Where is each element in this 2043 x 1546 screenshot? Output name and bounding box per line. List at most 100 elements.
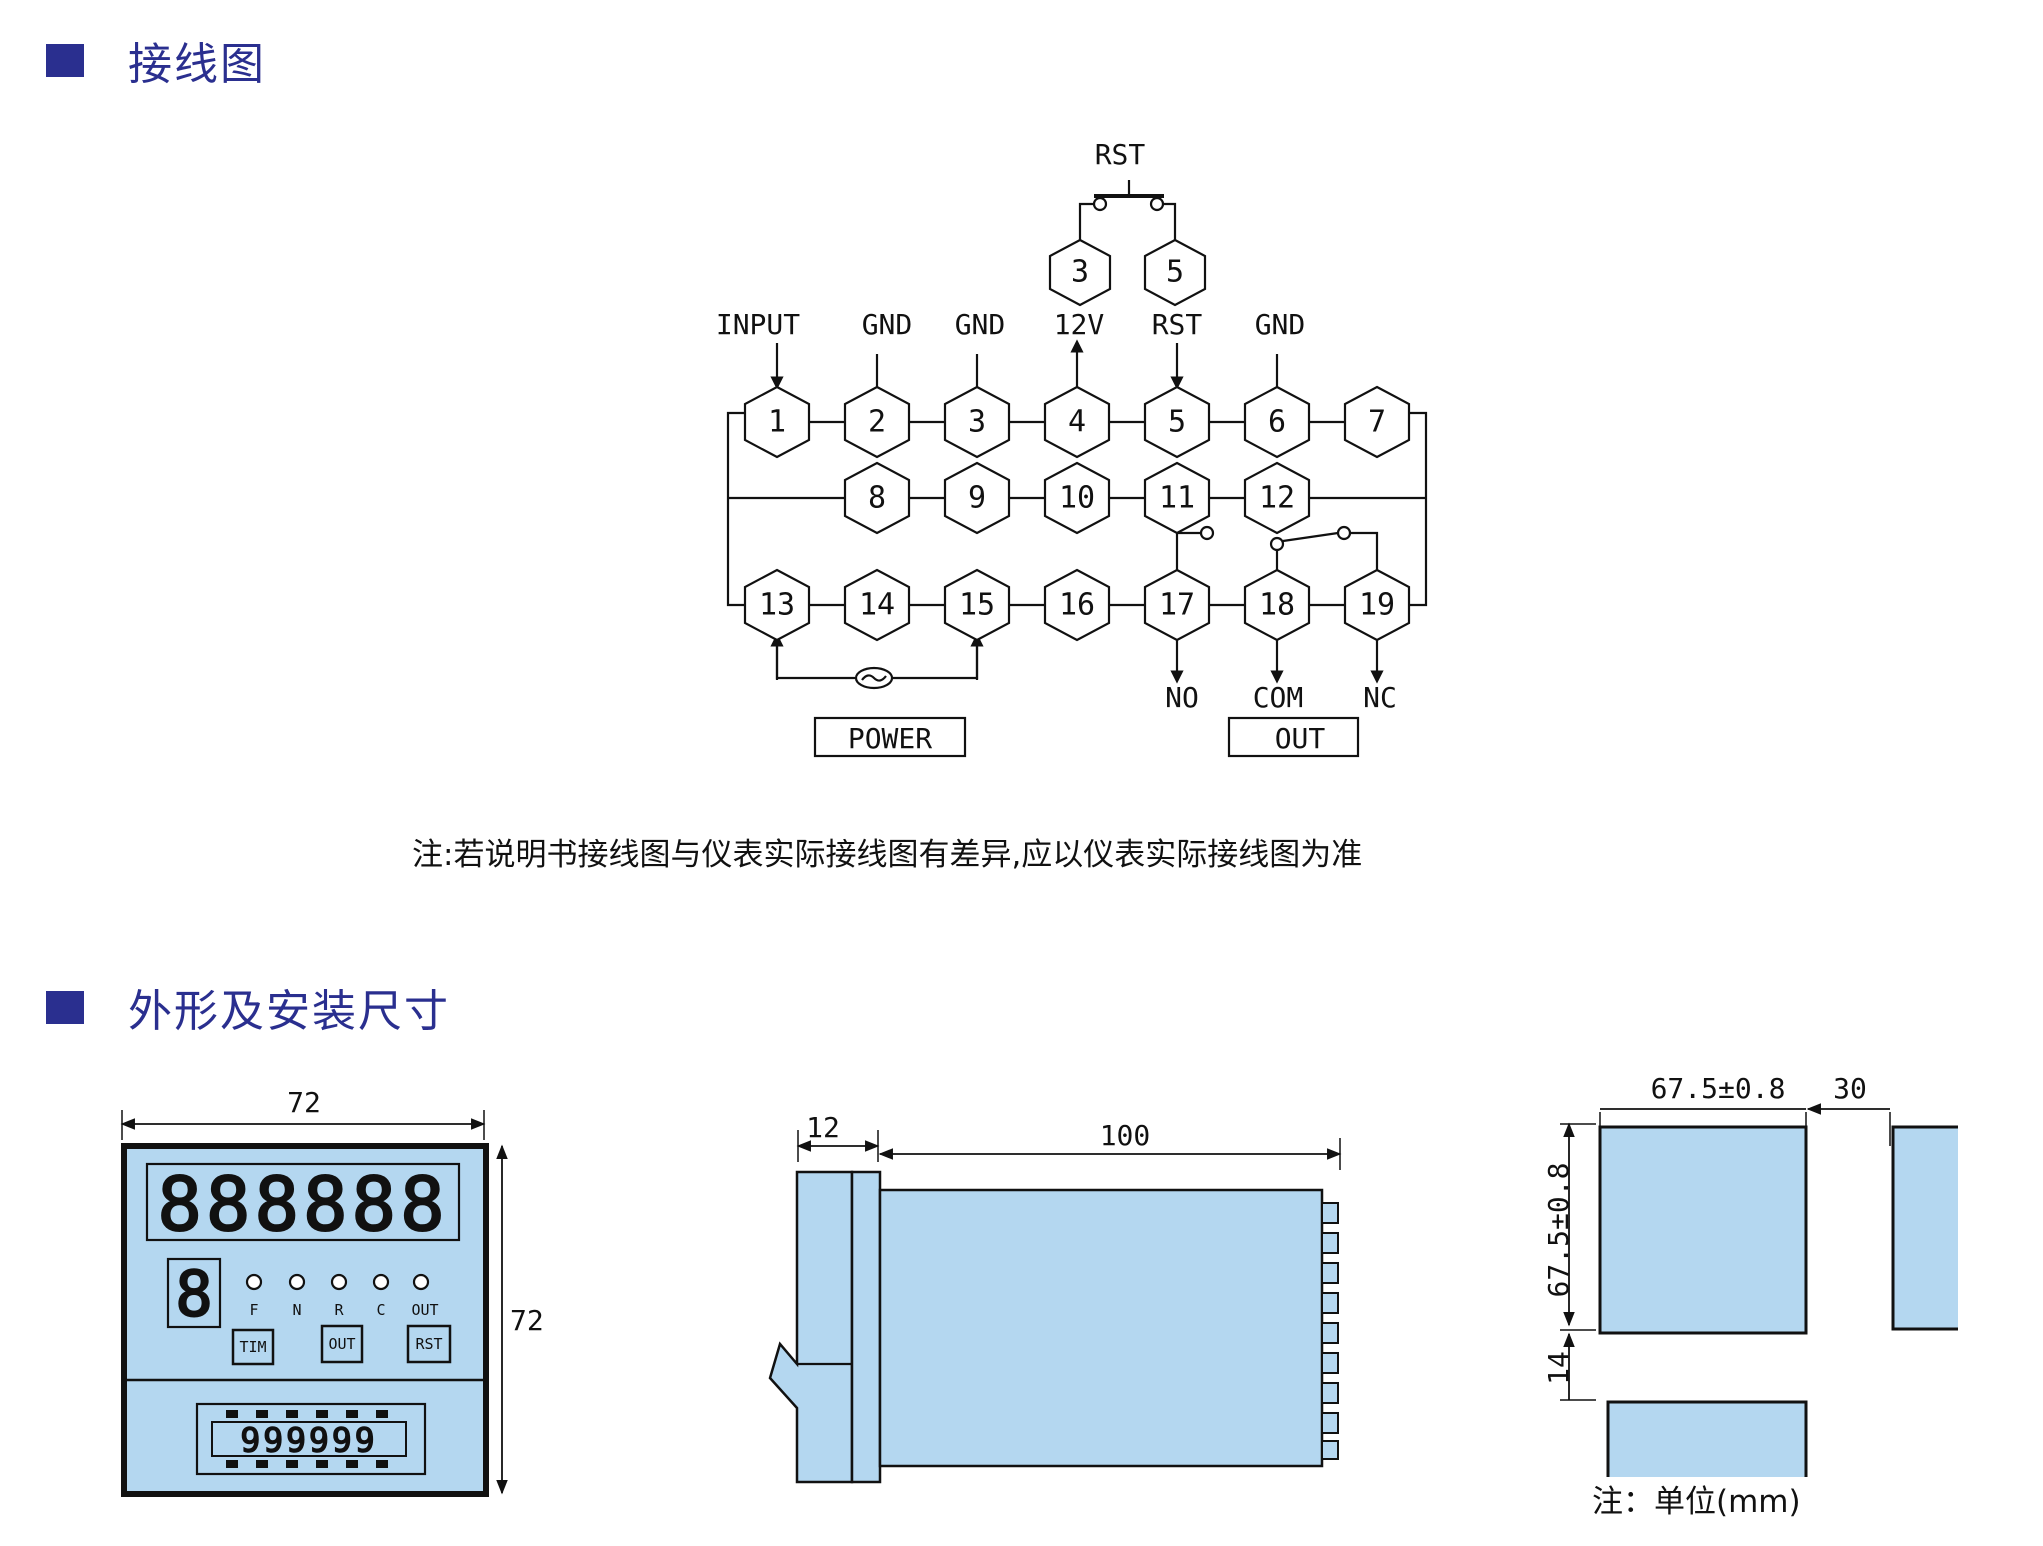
terminal-number: 13 (759, 588, 795, 623)
relay-contact-no (1199, 525, 1215, 541)
terminal-hex (1143, 568, 1211, 642)
indicator-led (412, 1273, 430, 1291)
terminal-hex (1043, 568, 1111, 642)
heading-title: 接线图 (128, 39, 266, 90)
input-label: INPUT (716, 308, 800, 341)
terminal-hex (743, 385, 811, 459)
terminal-hex (1243, 385, 1311, 459)
main-display (145, 1162, 461, 1242)
tick-mark (286, 1460, 298, 1468)
rear-terminal (1321, 1202, 1339, 1224)
cutout-gap-v-label: 14 (1542, 1351, 1575, 1385)
terminal-number: 16 (1059, 588, 1095, 623)
terminal-number: 15 (959, 588, 995, 623)
tick-mark (346, 1410, 358, 1418)
rear-terminal (1321, 1262, 1339, 1284)
gnd-label: GND (862, 308, 913, 341)
tick-mark (376, 1410, 388, 1418)
terminal-number: 4 (1068, 405, 1086, 440)
front-width-label: 72 (287, 1086, 321, 1119)
indicator-label: OUT (411, 1301, 438, 1319)
terminal-hex (943, 461, 1011, 535)
indicator-label: N (292, 1301, 301, 1319)
12v-label: 12V (1054, 308, 1105, 341)
rst-switch-label: RST (1095, 138, 1146, 171)
body-depth-label: 100 (1100, 1119, 1151, 1152)
heading-marker (46, 990, 84, 1024)
terminal-number: 9 (968, 481, 986, 516)
counter-tick-marks (226, 1410, 388, 1468)
front-frame (850, 1170, 882, 1484)
terminal-hex (843, 461, 911, 535)
front-depth-label: 12 (806, 1111, 840, 1144)
wiring-note: 注:若说明书接线图与仪表实际接线图有差异,应以仪表实际接线图为准 (412, 837, 1363, 873)
terminal-number: 10 (1059, 481, 1095, 516)
rear-terminal (1321, 1382, 1339, 1404)
mounting-bezel (768, 1170, 854, 1484)
power-wire (775, 643, 855, 680)
front-view: 72 72 888888 8 F N R C OUT TIM OUT RST (120, 1086, 544, 1497)
terminal-number: 14 (859, 588, 895, 623)
terminal-number: 11 (1159, 481, 1195, 516)
rear-terminal (1321, 1352, 1339, 1374)
indicator-led (330, 1273, 348, 1291)
button-label: TIM (239, 1338, 266, 1356)
rear-terminal (1321, 1292, 1339, 1314)
terminal-hex (1243, 461, 1311, 535)
ac-wave-icon (861, 674, 887, 682)
indicator-led (372, 1273, 390, 1291)
tick-mark (376, 1460, 388, 1468)
wiring-diagram (726, 180, 1428, 758)
no-label: NO (1165, 681, 1199, 714)
section-heading-wiring: 接线图 (46, 28, 266, 92)
cutout-gap-label: 30 (1833, 1072, 1867, 1105)
gnd-label: GND (955, 308, 1006, 341)
meter-body (878, 1188, 1324, 1468)
terminal-hex (1048, 238, 1112, 307)
tick-mark (226, 1410, 238, 1418)
rst-button (406, 1324, 452, 1364)
main-display-digits: 888888 (157, 1162, 448, 1248)
terminal-number: 2 (868, 405, 886, 440)
out-label: OUT (1275, 722, 1326, 755)
tim-button (231, 1328, 275, 1366)
terminal-number: 3 (1071, 255, 1089, 290)
terminal-numbers: 1 2 3 4 5 6 7 8 9 10 11 12 13 14 15 16 1… (759, 255, 1395, 623)
cutout-height-label: 67.5±0.8 (1542, 1163, 1575, 1298)
rear-terminal (1321, 1412, 1339, 1434)
heading-title: 外形及安装尺寸 (128, 986, 450, 1037)
terminal-number: 17 (1159, 588, 1195, 623)
rear-terminal (1321, 1322, 1339, 1344)
heading-marker (46, 43, 84, 77)
wire (1163, 202, 1177, 242)
gnd-label: GND (1255, 308, 1306, 341)
front-height-label: 72 (510, 1304, 544, 1337)
unit-note: 注：单位(mm) (1592, 1484, 1801, 1520)
power-label: POWER (848, 722, 932, 755)
cutout-view: 67.5±0.8 30 67.5±0.8 14 (1542, 1072, 1958, 1477)
terminal-hex (1143, 461, 1211, 535)
adjacent-cutout-bottom (1606, 1400, 1808, 1477)
switch-contact (1092, 196, 1108, 212)
cutout-width-label: 67.5±0.8 (1651, 1072, 1786, 1105)
terminal-number: 5 (1168, 405, 1186, 440)
adjacent-cutout-right (1891, 1125, 1958, 1331)
terminal-number: 5 (1166, 255, 1184, 290)
section-heading-dimensions: 外形及安装尺寸 (46, 975, 450, 1039)
terminal-number: 7 (1368, 405, 1386, 440)
indicator-label: R (334, 1301, 344, 1319)
terminal-number: 12 (1259, 481, 1295, 516)
terminal-hex (843, 385, 911, 459)
switch-contact (1149, 196, 1165, 212)
panel-cutout (1598, 1125, 1808, 1335)
power-box (813, 716, 967, 758)
terminal-hex (943, 385, 1011, 459)
counter-digits-box (211, 1421, 407, 1457)
terminal-hex (1043, 461, 1111, 535)
terminal-hex (1243, 568, 1311, 642)
terminal-number: 3 (968, 405, 986, 440)
terminal-hex (943, 568, 1011, 642)
power-wire (893, 643, 979, 680)
com-label: COM (1253, 681, 1304, 714)
